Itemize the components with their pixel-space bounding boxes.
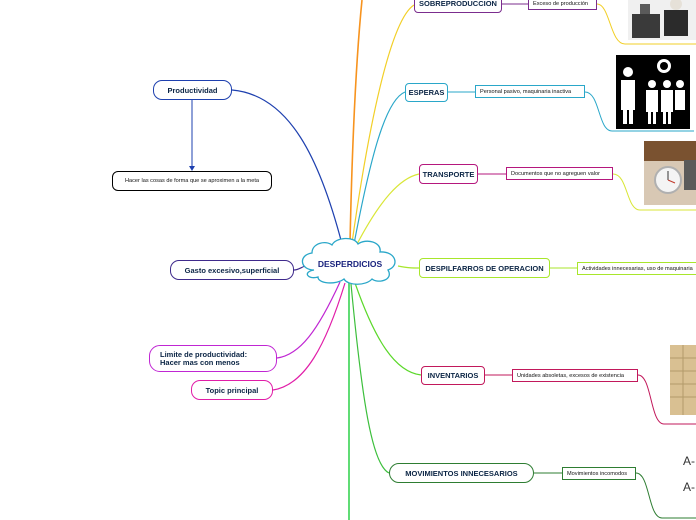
branch-productividad	[231, 89, 343, 245]
branch-transporte	[355, 173, 420, 247]
branch-limite	[276, 281, 341, 359]
detail-inventarios-label: Unidades absoletas, excesos de existenci…	[517, 372, 624, 379]
topic-transporte[interactable]: TRANSPORTE	[419, 164, 478, 184]
detail-sobreproduccion[interactable]: Exceso de producción	[528, 0, 597, 10]
detail-inventarios[interactable]: Unidades absoletas, excesos de existenci…	[512, 369, 638, 382]
detail-sobreproduccion-label: Exceso de producción	[533, 0, 589, 7]
topic-productividad-label: Productividad	[167, 85, 218, 95]
topic-despilfarros[interactable]: DESPILFARROS DE OPERACION	[419, 258, 550, 278]
topic-esperas[interactable]: ESPERAS	[405, 83, 448, 102]
central-cloud-shape	[301, 237, 396, 285]
topic-gasto-excesivo-label: Gasto excesivo,superficial	[184, 265, 280, 275]
link-movimientos-image	[635, 472, 696, 519]
image-esperas	[616, 55, 690, 129]
formula-a-top: A-	[683, 454, 695, 468]
detail-esperas[interactable]: Personal pasivo, maquinaria inactiva	[475, 85, 585, 98]
topic-transporte-label: TRANSPORTE	[422, 169, 475, 179]
image-movimientos: A- A-	[683, 454, 695, 494]
topic-sobreproduccion-label: SOBREPRODUCCION	[419, 0, 497, 8]
detail-despilfarros-label: Actividades innecesarias, uso de maquina…	[582, 265, 693, 272]
topic-productividad[interactable]: Productividad	[153, 80, 232, 100]
detail-movimientos-label: Movimientos incomodos	[567, 470, 628, 477]
image-inventarios	[670, 345, 696, 415]
central-cloud[interactable]	[301, 237, 396, 285]
topic-principal[interactable]: Topic principal	[191, 380, 273, 400]
detail-transporte-label: Documentos que no agreguen valor	[511, 170, 600, 177]
branch-topic	[272, 282, 346, 391]
central-topic-label[interactable]: DESPERDICIOS	[317, 259, 383, 269]
topic-movimientos-label: MOVIMIENTOS INNECESARIOS	[405, 468, 518, 478]
branch-movimientos	[350, 283, 390, 474]
link-esperas-image	[584, 91, 694, 132]
link-transporte-image	[612, 173, 696, 211]
branch-esperas	[353, 91, 406, 245]
topic-hacer-las-cosas[interactable]: Hacer las cosas de forma que se aproxime…	[112, 171, 272, 191]
topic-inventarios[interactable]: INVENTARIOS	[421, 366, 485, 385]
detail-esperas-label: Personal pasivo, maquinaria inactiva	[480, 88, 572, 95]
branch-inventarios	[354, 282, 422, 376]
topic-esperas-label: ESPERAS	[408, 88, 445, 97]
topic-despilfarros-label: DESPILFARROS DE OPERACION	[425, 263, 544, 273]
branch-despilfarros	[397, 265, 420, 269]
image-sobreproduccion	[628, 0, 696, 40]
topic-limite-productividad[interactable]: Limite de productividad: Hacer mas con m…	[149, 345, 277, 372]
branch-sobreproduccion	[351, 4, 415, 244]
detail-despilfarros[interactable]: Actividades innecesarias, uso de maquina…	[577, 262, 696, 275]
detail-transporte[interactable]: Documentos que no agreguen valor	[506, 167, 613, 180]
topic-sobreproduccion[interactable]: SOBREPRODUCCION	[414, 0, 502, 13]
image-transporte	[644, 141, 696, 205]
productividad-arrow-head	[189, 166, 195, 171]
link-sobre-image	[596, 3, 696, 45]
formula-a-bottom: A-	[683, 480, 695, 494]
topic-gasto-excesivo[interactable]: Gasto excesivo,superficial	[170, 260, 294, 280]
link-inventarios-image	[637, 374, 696, 425]
topic-inventarios-label: INVENTARIOS	[427, 371, 479, 380]
topic-limite-productividad-label: Limite de productividad: Hacer mas con m…	[160, 349, 248, 367]
topic-principal-label: Topic principal	[205, 385, 259, 395]
branch-top-orange	[349, 0, 363, 244]
detail-movimientos[interactable]: Movimientos incomodos	[562, 467, 636, 480]
topic-hacer-las-cosas-label: Hacer las cosas de forma que se aproxime…	[124, 178, 259, 184]
topic-movimientos[interactable]: MOVIMIENTOS INNECESARIOS	[389, 463, 534, 483]
branch-lines	[189, 0, 696, 520]
